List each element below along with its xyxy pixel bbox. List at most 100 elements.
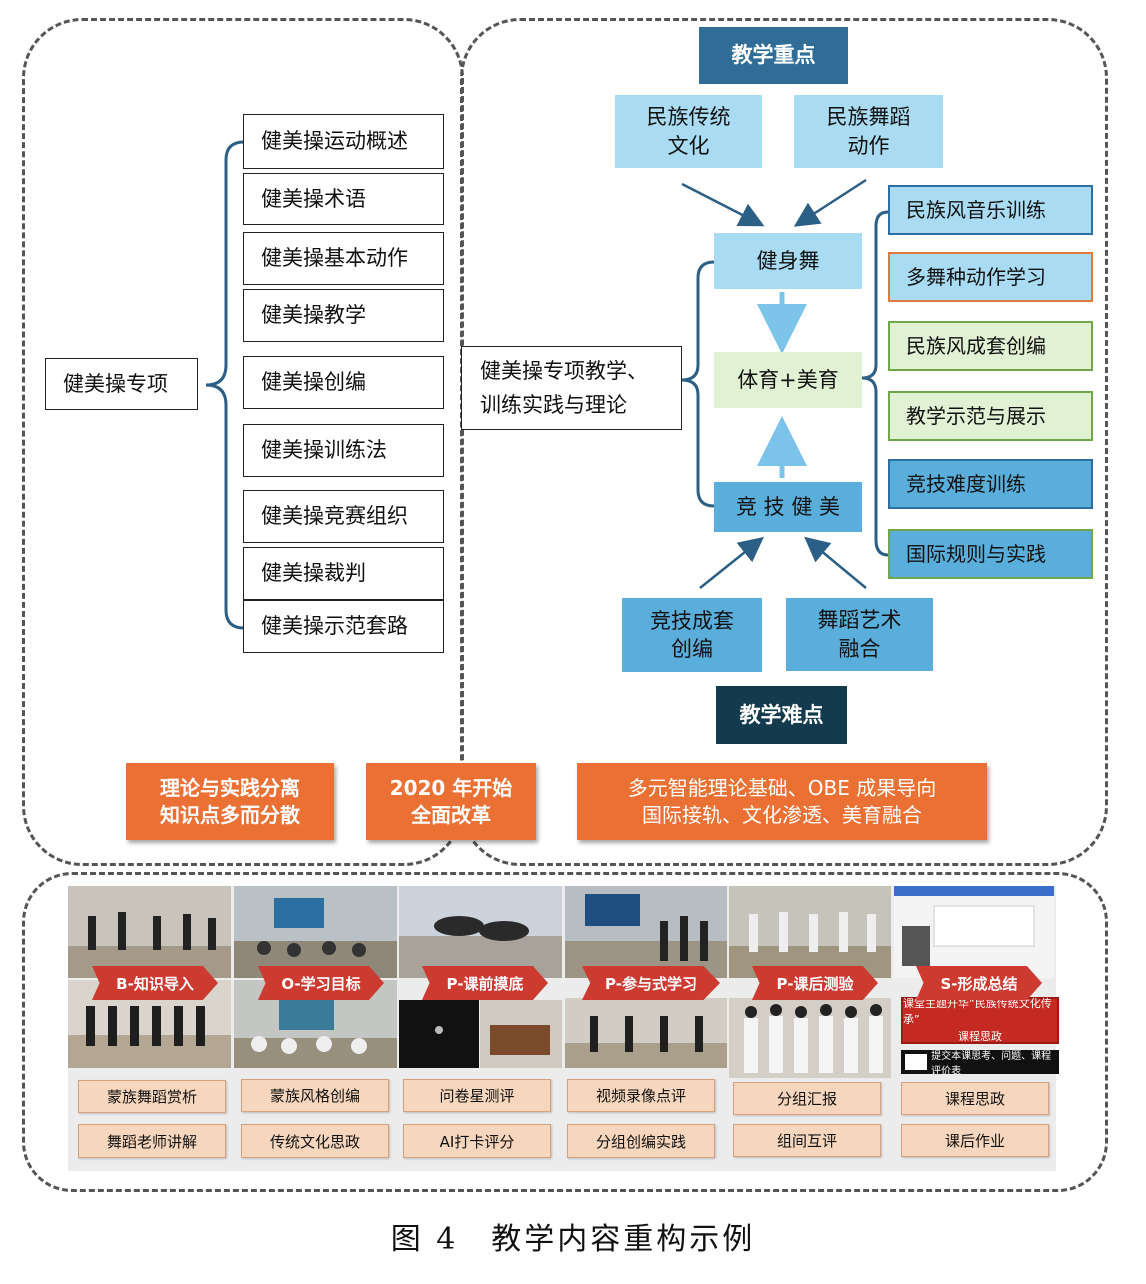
stage-label: P-参与式学习 xyxy=(605,974,697,993)
left-item: 健美操教学 xyxy=(243,289,444,342)
practice-photo xyxy=(565,998,727,1068)
key-points-label: 教学重点 xyxy=(731,43,816,68)
left-item: 健美操基本动作 xyxy=(243,232,444,285)
right-item-label: 国际规则与实践 xyxy=(906,541,1046,566)
classroom-photo xyxy=(234,886,397,978)
activity-tag: 课后作业 xyxy=(901,1124,1049,1157)
activity-tag: 课程思政 xyxy=(901,1082,1049,1115)
activity-tag-label: 分组汇报 xyxy=(776,1090,837,1108)
activity-tag-label: 组间互评 xyxy=(776,1132,837,1150)
bottom-region xyxy=(22,872,1108,1192)
left-item-label: 健美操术语 xyxy=(261,186,366,211)
group-photo xyxy=(729,998,891,1078)
pe-aesthetic-box: 体育+美育 xyxy=(714,352,862,408)
stage-arrow: P-参与式学习 xyxy=(582,966,720,1000)
ethnic-dance-line1: 民族舞蹈 xyxy=(826,105,911,130)
dance-art-line1: 舞蹈艺术 xyxy=(817,608,902,633)
banner-theory-line2: 国际接轨、文化渗透、美育融合 xyxy=(642,802,922,827)
activity-tag-label: 蒙族舞蹈赏析 xyxy=(106,1088,197,1106)
activity-tag-label: 舞蹈老师讲解 xyxy=(106,1132,197,1151)
stage-label: S-形成总结 xyxy=(940,974,1018,993)
dance-art-line2: 融合 xyxy=(838,636,881,661)
right-item: 国际规则与实践 xyxy=(888,529,1093,579)
ethnic-culture-box: 民族传统 文化 xyxy=(615,95,762,168)
banner-reform-line1: 2020 年开始 xyxy=(389,775,513,800)
fitness-dance-box: 健身舞 xyxy=(714,233,862,289)
red-summary-line2: 课程思政 xyxy=(958,1029,1002,1043)
competitive-routine-box: 竞技成套 创编 xyxy=(622,598,762,672)
left-item: 健美操创编 xyxy=(243,356,444,409)
activity-tag: 分组汇报 xyxy=(733,1082,881,1115)
activity-tag-label: 分组创编实践 xyxy=(595,1132,686,1151)
right-item-label: 民族风音乐训练 xyxy=(906,197,1046,222)
activity-tag-label: 问卷星测评 xyxy=(439,1087,515,1105)
dark-note-text: 提交本课思考、问题、课程评价表 xyxy=(931,1051,1052,1077)
activity-tag-label: 传统文化思政 xyxy=(269,1132,360,1151)
banner-problem-line1: 理论与实践分离 xyxy=(160,775,300,800)
left-root-label: 健美操专项 xyxy=(63,371,168,396)
activity-tag: 问卷星测评 xyxy=(403,1079,551,1112)
banner-theory: 多元智能理论基础、OBE 成果导向 国际接轨、文化渗透、美育融合 xyxy=(577,763,987,840)
left-item: 健美操运动概述 xyxy=(243,114,444,169)
activity-tag: 蒙族风格创编 xyxy=(241,1079,389,1112)
left-item-label: 健美操裁判 xyxy=(261,561,366,586)
activity-tag-label: 课程思政 xyxy=(944,1090,1005,1108)
left-item: 健美操竞赛组织 xyxy=(243,490,444,543)
competitive-routine-line1: 竞技成套 xyxy=(650,608,734,633)
right-item-label: 竞技难度训练 xyxy=(906,471,1026,496)
activity-tag: 舞蹈老师讲解 xyxy=(78,1124,226,1158)
dance-photo xyxy=(68,886,231,978)
left-item-label: 健美操基本动作 xyxy=(261,246,408,271)
stage-arrow: O-学习目标 xyxy=(258,966,384,1000)
red-summary-line1: 课堂主题升华“民族传统文化传承” xyxy=(903,996,1052,1027)
left-item-label: 健美操教学 xyxy=(261,303,366,328)
activity-tag: 视频录像点评 xyxy=(567,1079,715,1112)
banner-reform: 2020 年开始 全面改革 xyxy=(366,763,536,840)
stage-arrow: P-课后测验 xyxy=(752,966,878,1000)
center-topic-line2: 训练实践与理论 xyxy=(480,393,627,417)
activity-tag-label: 课后作业 xyxy=(944,1132,1005,1150)
stage-arrow: P-课前摸底 xyxy=(422,966,548,1000)
video-photo xyxy=(565,886,727,978)
banner-reform-line2: 全面改革 xyxy=(411,802,491,827)
stage-arrow: S-形成总结 xyxy=(916,966,1042,1000)
banner-theory-line1: 多元智能理论基础、OBE 成果导向 xyxy=(627,775,937,800)
stage-label: O-学习目标 xyxy=(281,974,361,993)
left-item: 健美操训练法 xyxy=(243,424,444,477)
right-item: 教学示范与展示 xyxy=(888,391,1093,441)
banner-problem-line2: 知识点多而分散 xyxy=(160,802,300,827)
center-topic-line1: 健美操专项教学、 xyxy=(480,358,648,383)
left-item: 健美操示范套路 xyxy=(243,600,444,653)
left-item: 健美操术语 xyxy=(243,173,444,225)
stage-label: P-课后测验 xyxy=(776,974,854,993)
left-item: 健美操裁判 xyxy=(243,547,444,600)
right-item: 民族风音乐训练 xyxy=(888,185,1093,235)
right-item: 民族风成套创编 xyxy=(888,321,1093,371)
slide-screenshot xyxy=(894,886,1054,978)
activity-tag: 分组创编实践 xyxy=(567,1124,715,1158)
stage-label: B-知识导入 xyxy=(116,974,194,993)
activity-tag: AI打卡评分 xyxy=(403,1124,551,1158)
left-item-label: 健美操示范套路 xyxy=(261,614,408,639)
ethnic-dance-line2: 动作 xyxy=(847,133,890,158)
right-item: 竞技难度训练 xyxy=(888,459,1093,509)
competitive-routine-line2: 创编 xyxy=(671,637,713,661)
stretching-photo xyxy=(399,886,562,978)
pe-aesthetic-label: 体育+美育 xyxy=(737,367,839,392)
right-item: 多舞种动作学习 xyxy=(888,252,1093,302)
activity-tag-label: 视频录像点评 xyxy=(595,1087,686,1105)
right-region xyxy=(460,18,1108,866)
ethnic-culture-line2: 文化 xyxy=(667,133,710,158)
right-item-label: 教学示范与展示 xyxy=(906,403,1046,428)
center-topic-box: 健美操专项教学、 训练实践与理论 xyxy=(461,346,682,430)
figure-caption: 图 4 教学内容重构示例 xyxy=(390,1222,756,1257)
dark-note-box: 提交本课思考、问题、课程评价表 xyxy=(901,1050,1059,1077)
red-summary-box: 课堂主题升华“民族传统文化传承” 课程思政 xyxy=(901,997,1059,1044)
right-item-label: 多舞种动作学习 xyxy=(906,264,1046,289)
left-item-label: 健美操竞赛组织 xyxy=(261,504,408,529)
photo-panel xyxy=(68,886,1056,1171)
test-photo xyxy=(729,886,891,978)
activity-tag-label: AI打卡评分 xyxy=(439,1132,515,1151)
banner-problem: 理论与实践分离 知识点多而分散 xyxy=(126,763,334,840)
